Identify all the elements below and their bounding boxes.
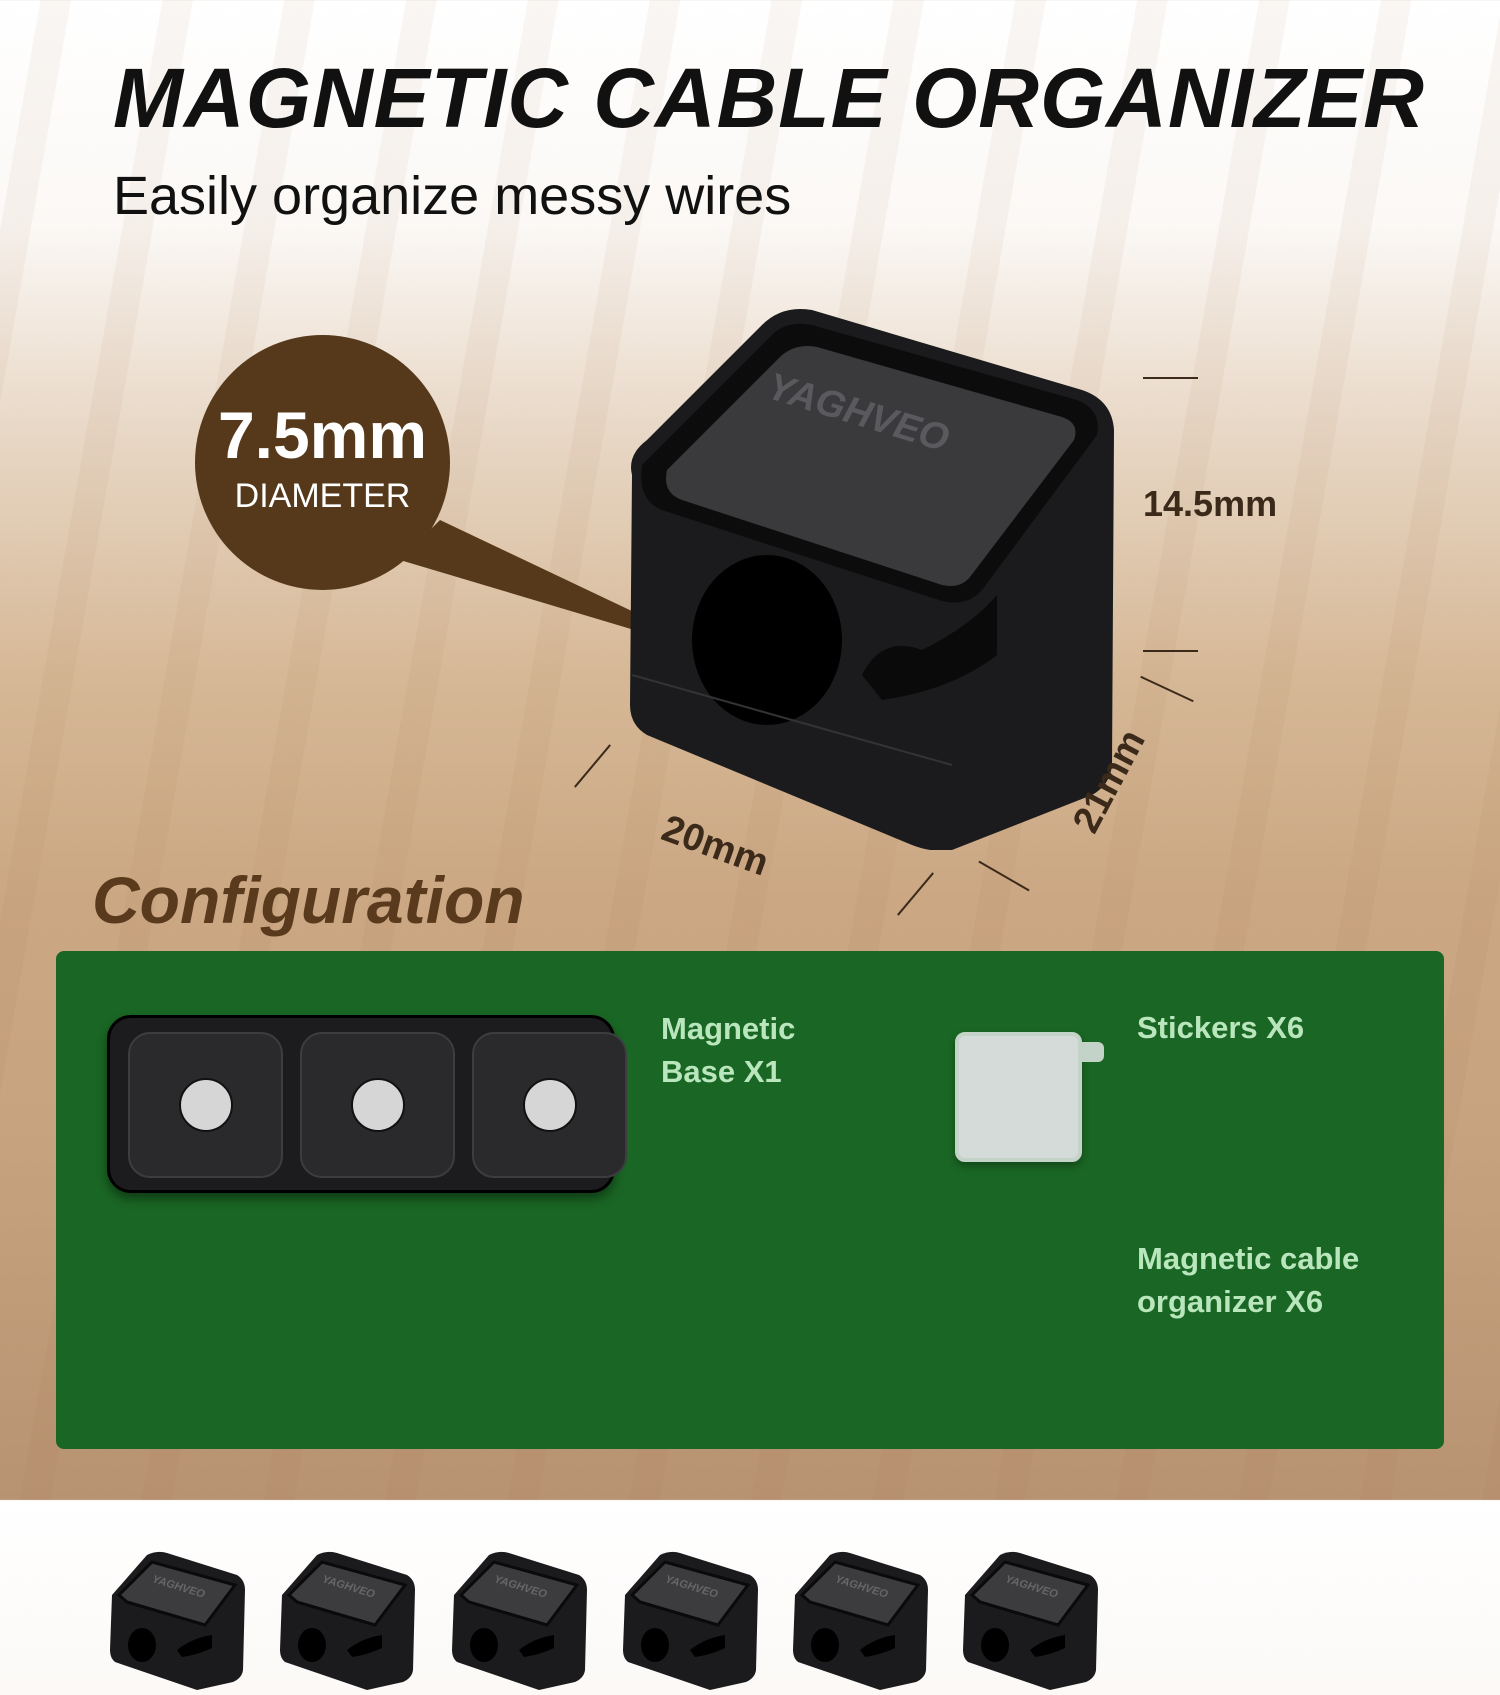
diameter-callout: 7.5mm DIAMETER [195, 335, 450, 590]
sticker-image [955, 1032, 1082, 1162]
mini-organizer-image: YAGHVEO [790, 1550, 930, 1690]
configuration-heading: Configuration [92, 863, 525, 937]
diameter-value: 7.5mm [217, 398, 428, 472]
mini-organizer-image: YAGHVEO [107, 1550, 247, 1690]
mini-organizer-image: YAGHVEO [277, 1550, 417, 1690]
label-line: organizer X6 [1137, 1284, 1324, 1319]
dimension-tick [1143, 377, 1198, 379]
magnet-icon [522, 1078, 577, 1132]
label-line: Magnetic cable [1137, 1241, 1360, 1276]
organizer-label: Magnetic cable organizer X6 [1137, 1237, 1359, 1323]
magnetic-base-image [107, 1015, 627, 1193]
mini-organizer-image: YAGHVEO [449, 1550, 589, 1690]
stickers-label: Stickers X6 [1137, 1010, 1305, 1045]
page-subtitle: Easily organize messy wires [113, 166, 792, 226]
page-title: MAGNETIC CABLE ORGANIZER [113, 51, 1425, 145]
sticker-tab [1080, 1042, 1104, 1062]
diameter-label: DIAMETER [234, 477, 411, 515]
magnet-icon [178, 1078, 233, 1132]
mini-organizer-image: YAGHVEO [960, 1550, 1100, 1690]
mini-organizer-image: YAGHVEO [620, 1550, 760, 1690]
magnetic-base-label: Magnetic Base X1 [661, 1007, 795, 1093]
magnet-slot [300, 1032, 455, 1178]
magnet-slot [472, 1032, 627, 1178]
height-dimension: 14.5mm [1143, 483, 1278, 524]
cable-organizer-product: YAGHVEO [630, 309, 1114, 850]
label-line: Magnetic [661, 1011, 796, 1046]
label-line: Base X1 [661, 1054, 782, 1089]
magnet-slot [128, 1032, 283, 1178]
magnet-icon [350, 1078, 405, 1132]
dimension-tick [1143, 650, 1198, 652]
